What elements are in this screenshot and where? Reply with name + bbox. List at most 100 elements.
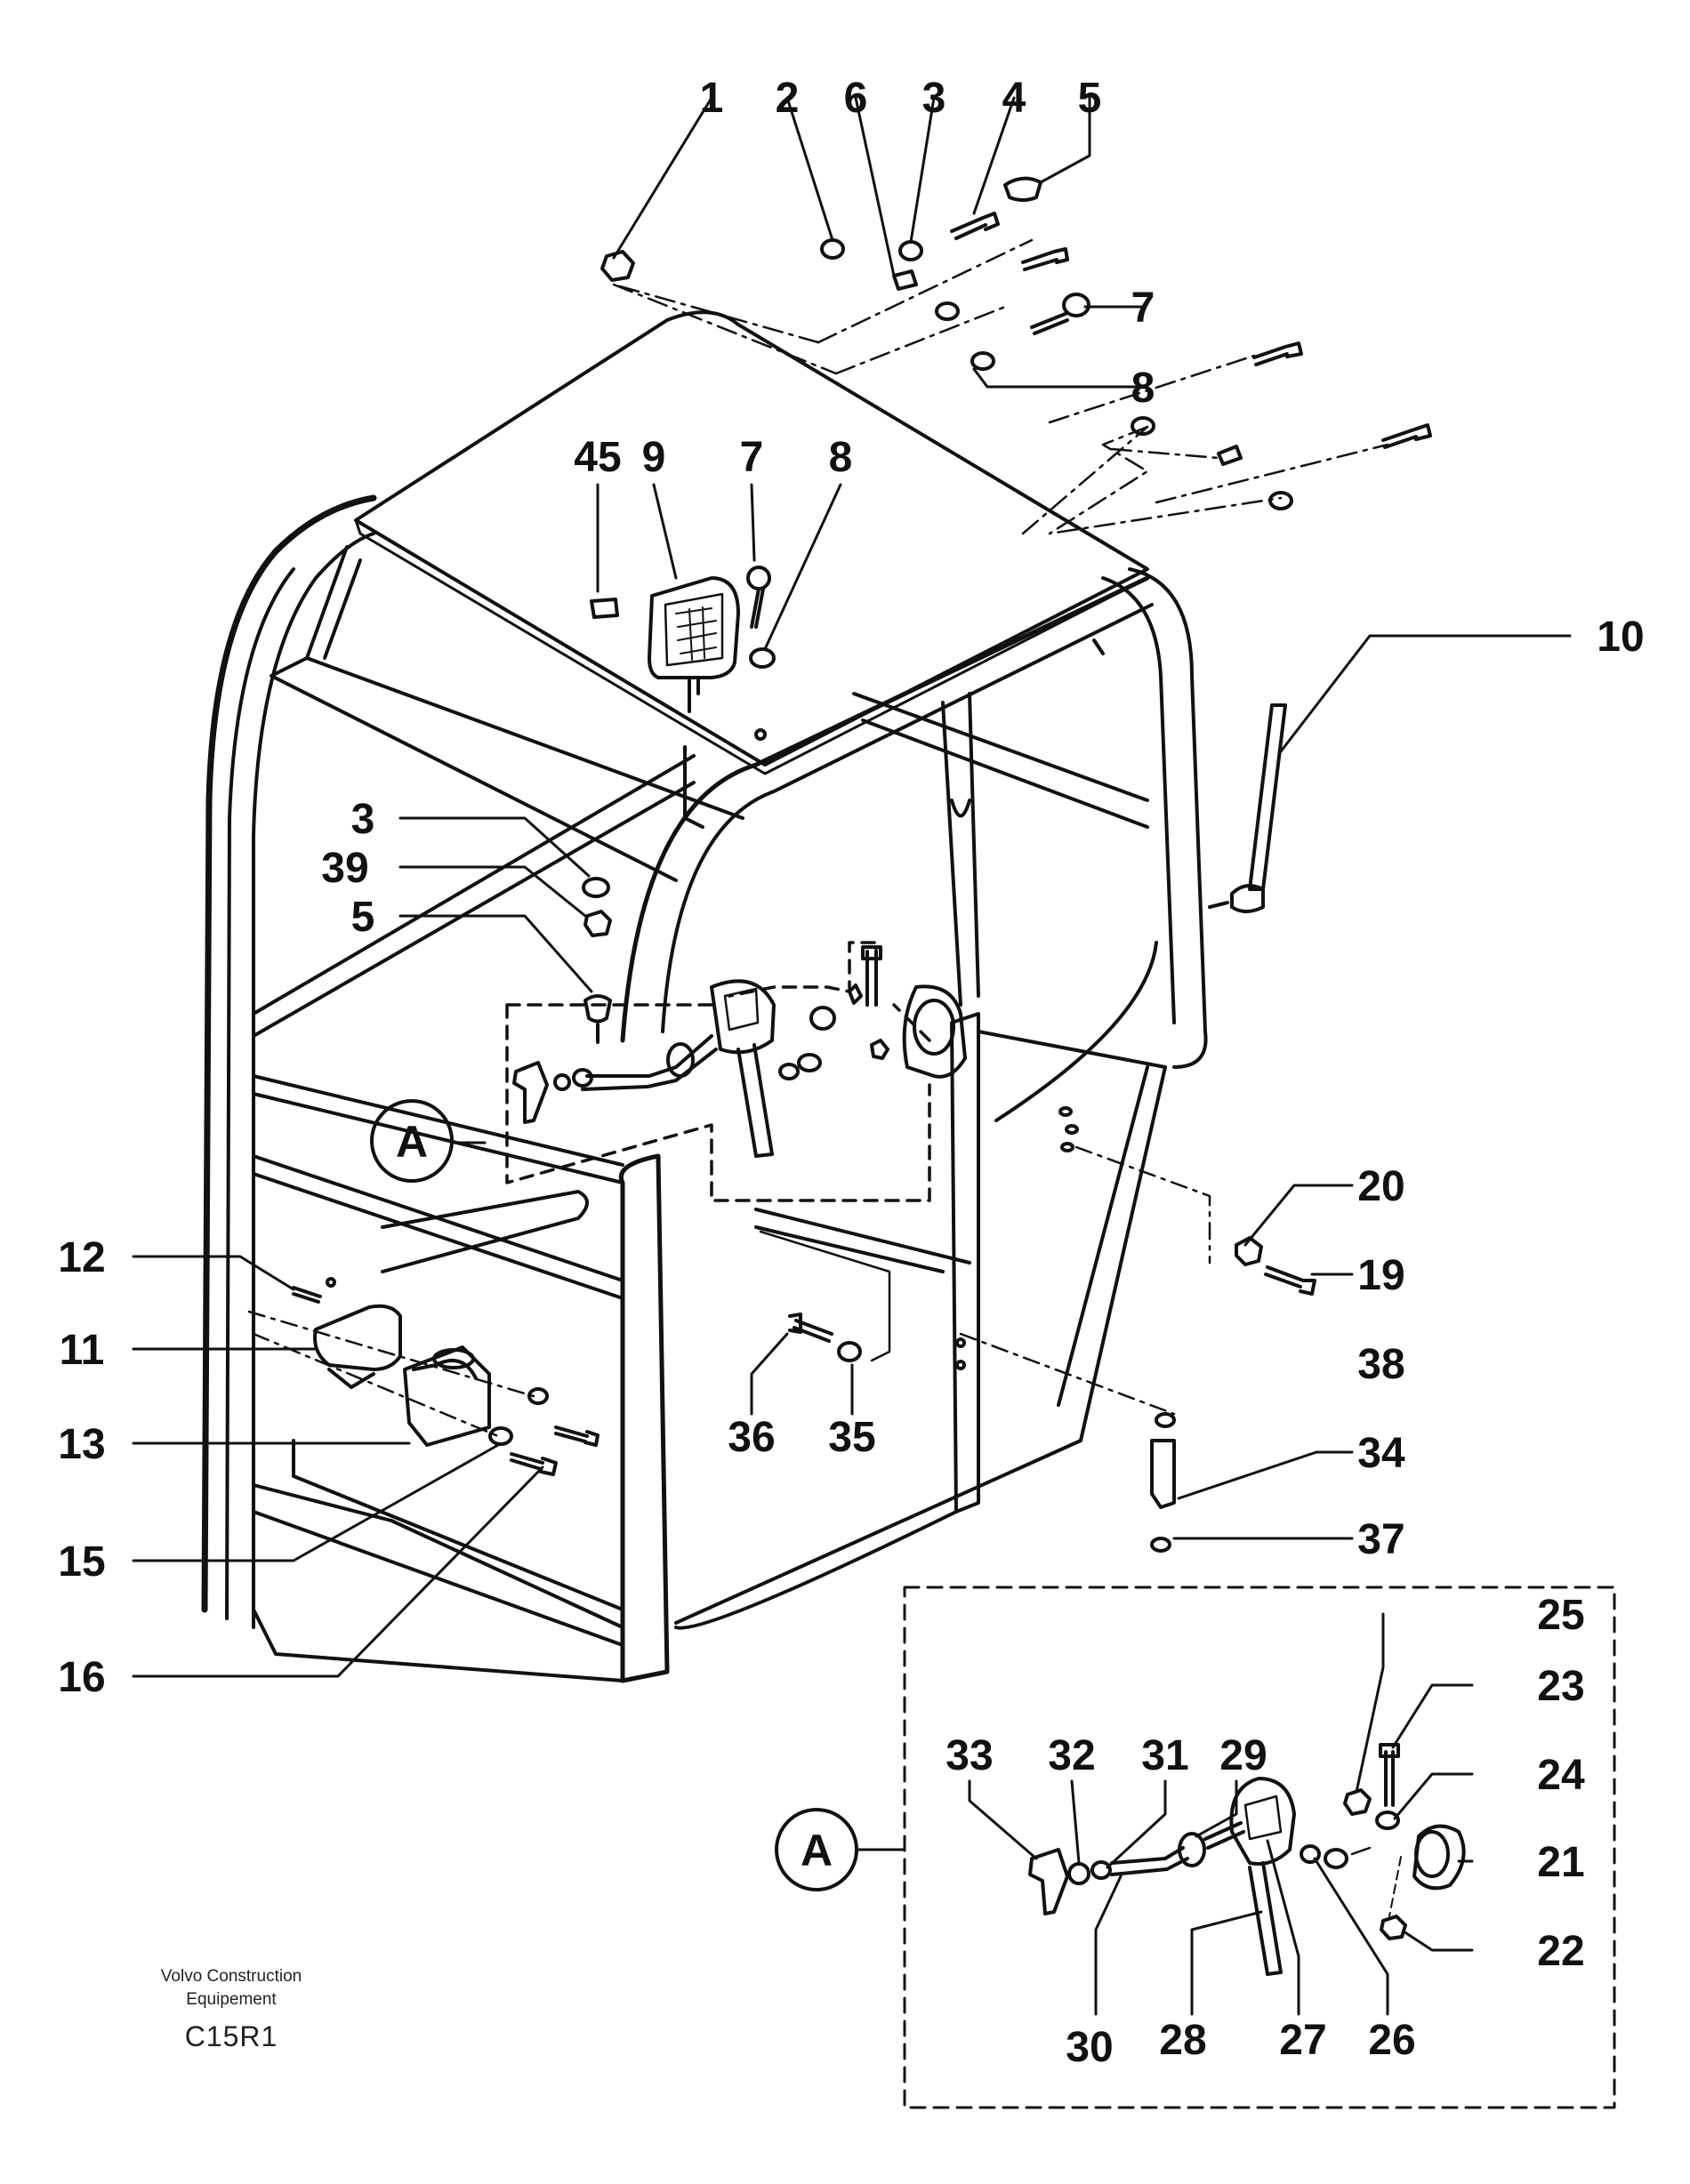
door-frame (950, 1012, 980, 1514)
lock-body-item-27-icon (1229, 1777, 1296, 1866)
handle-item-33-icon (1028, 1848, 1069, 1915)
window-stay-item-10 (1208, 634, 1572, 913)
box-item-13-icon (403, 1345, 491, 1447)
callout-22: 22 (1537, 1928, 1584, 1975)
cab-frame (201, 310, 1208, 1683)
upper-side-rail (252, 754, 696, 1016)
callout-26: 26 (1368, 2017, 1415, 2064)
callout-34: 34 (1357, 1430, 1405, 1477)
stay-rod-item-10-icon (1248, 703, 1287, 891)
callout-38: 38 (1357, 1341, 1404, 1388)
callout-a: A (396, 1117, 428, 1167)
callout-27: 27 (1279, 2017, 1326, 2064)
roof-mount-hardware (600, 96, 1432, 535)
nut-item-1-icon (600, 250, 635, 282)
cap-item-5-icon (1003, 176, 1042, 202)
washer-item-3-icon (898, 240, 923, 261)
callout-37: 37 (1357, 1516, 1404, 1563)
callout-8: 8 (1131, 365, 1155, 412)
bolt-item-4-icon (950, 212, 1000, 240)
callout-5: 5 (1078, 75, 1102, 122)
lock-body-icon (710, 979, 776, 1055)
callout-32: 32 (1048, 1732, 1095, 1779)
door-lock-assembly (370, 941, 967, 1202)
work-light-item-9-icon (648, 576, 740, 679)
callout-28: 28 (1159, 2017, 1206, 2064)
footer-organization: Volvo Construction Equipement (98, 1965, 365, 2011)
callout-labels: 1 2 6 3 4 5 7 8 45 9 7 8 10 3 39 5 A 12 … (58, 75, 1644, 2071)
callout-3: 3 (922, 75, 946, 122)
eyebolt-item-7-icon (1062, 293, 1090, 317)
grommet-item-29-icon (1178, 1832, 1206, 1867)
footer-org-line-2: Equipement (186, 1990, 277, 2009)
work-light-assembly (590, 483, 842, 741)
washer-item-8-icon (970, 351, 995, 371)
left-hardware (398, 816, 612, 1044)
eyebolt-item-7b-icon (746, 566, 771, 590)
callout-23: 23 (1537, 1663, 1584, 1710)
bushing-item-6-icon (892, 269, 918, 291)
callout-20: 20 (1357, 1163, 1404, 1210)
rod-item-30-icon (1110, 1846, 1189, 1876)
bolt-item-19-icon (1264, 1265, 1316, 1296)
bracket-item-34-icon (1150, 1439, 1176, 1509)
callout-a-inset: A (801, 1826, 833, 1875)
detail-marker-a (370, 1099, 454, 1183)
callout-29: 29 (1219, 1732, 1267, 1779)
washer-item-26-icon (1300, 1844, 1321, 1864)
bolt-item-12-icon (292, 1286, 322, 1304)
callout-13: 13 (58, 1421, 105, 1468)
callout-3b: 3 (351, 796, 375, 843)
figure-code: C15R1 (184, 2020, 278, 2052)
callout-7b: 7 (740, 434, 764, 481)
callout-19: 19 (1357, 1252, 1404, 1299)
cap-item-5b-icon (583, 994, 612, 1024)
washer-item-24-icon (1375, 1811, 1400, 1830)
callout-24: 24 (1537, 1752, 1585, 1799)
base-frame (252, 1608, 624, 1682)
nut-item-25-icon (1343, 1788, 1372, 1816)
callout-15: 15 (58, 1538, 105, 1586)
callout-33: 33 (946, 1732, 993, 1779)
callout-10: 10 (1597, 614, 1644, 661)
callout-7: 7 (1131, 285, 1155, 332)
callout-5b: 5 (351, 894, 375, 941)
hose-icon (736, 1043, 774, 1158)
callout-16: 16 (58, 1654, 105, 1701)
washer-item-2-icon (820, 238, 845, 260)
callout-6: 6 (844, 75, 868, 122)
door-pillar (619, 1153, 670, 1683)
bolt-item-36-icon (788, 1313, 833, 1343)
callout-21: 21 (1537, 1839, 1584, 1886)
washer-item-15-icon (488, 1426, 513, 1446)
bolt-item-16-icon (510, 1452, 558, 1476)
bolt-item-23-icon (1379, 1743, 1400, 1807)
lock-plate-icon (902, 984, 967, 1079)
callout-9: 9 (642, 434, 666, 481)
washer-item-8b-icon (749, 647, 776, 669)
nut-item-37-icon (1150, 1537, 1171, 1553)
mid-cross-rail (252, 1074, 624, 1167)
callout-8b: 8 (829, 434, 853, 481)
bracket-item-11-icon (313, 1304, 402, 1371)
callout-25: 25 (1537, 1592, 1584, 1639)
left-front-pillar (201, 494, 377, 1613)
callout-39: 39 (321, 845, 368, 892)
rod-icon (585, 1034, 713, 1078)
hose-item-28-icon (1248, 1861, 1283, 1976)
nut-item-39-icon (583, 910, 612, 937)
nut-item-22-icon (1380, 1915, 1407, 1940)
washer-item-35-icon (837, 1341, 862, 1362)
detail-inset-border (903, 1586, 1616, 2109)
washer-item-32-icon (1067, 1862, 1090, 1885)
nut-item-38-icon (1155, 1412, 1176, 1428)
callout-45: 45 (574, 434, 621, 481)
callout-12: 12 (58, 1234, 105, 1281)
handle-icon (512, 1061, 549, 1124)
roof-panel (354, 310, 1149, 767)
callout-36: 36 (728, 1414, 775, 1461)
callout-1: 1 (700, 75, 724, 122)
detail-box-a-cab (505, 941, 931, 1202)
footer-org-line-1: Volvo Construction (160, 1967, 302, 1986)
nut-item-31-icon (1090, 1860, 1112, 1880)
